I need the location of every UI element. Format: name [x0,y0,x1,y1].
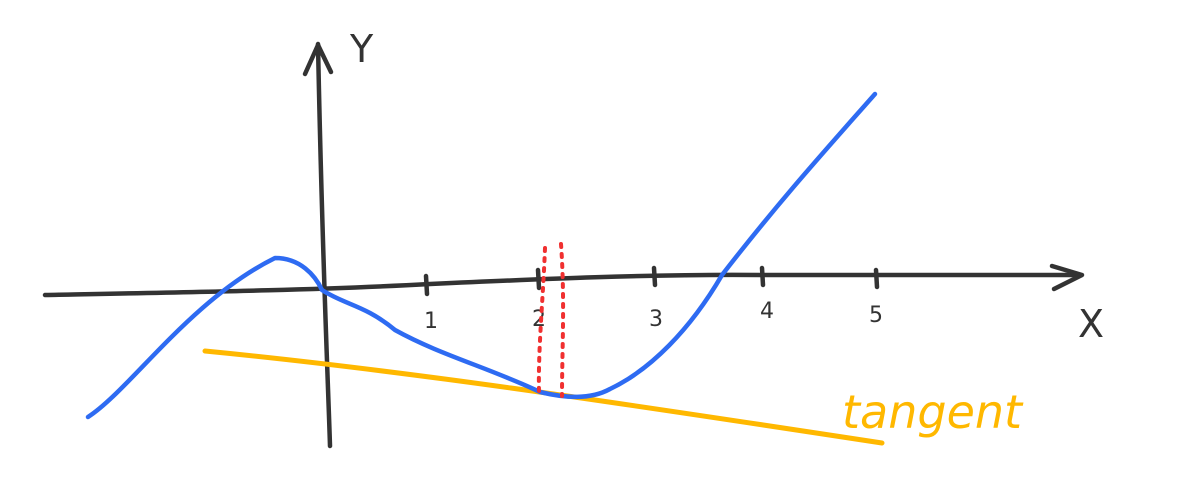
x-tick-label-3: 3 [649,307,663,332]
x-tick-label-1: 1 [424,309,438,334]
y-axis-arrowhead [302,42,334,77]
y-axis-label: Y [349,27,374,71]
secant-marker-left [536,246,547,394]
x-axis-label: X [1078,302,1104,346]
x-tick-3 [651,265,658,288]
x-tick-4 [759,265,766,288]
x-axis [42,272,1083,298]
x-tick-2 [535,267,542,291]
x-tick-5 [873,267,880,290]
function-curve [85,91,878,420]
x-tick-label-2: 2 [532,307,546,332]
x-axis-arrowhead [1049,263,1085,292]
tangent-line [202,348,885,446]
secant-marker-right [559,242,566,398]
tangent-label: tangent [842,385,1024,439]
x-tick-label-4: 4 [760,299,774,324]
y-axis [315,41,333,449]
x-tick-label-5: 5 [869,303,883,328]
x-tick-1 [423,273,430,297]
